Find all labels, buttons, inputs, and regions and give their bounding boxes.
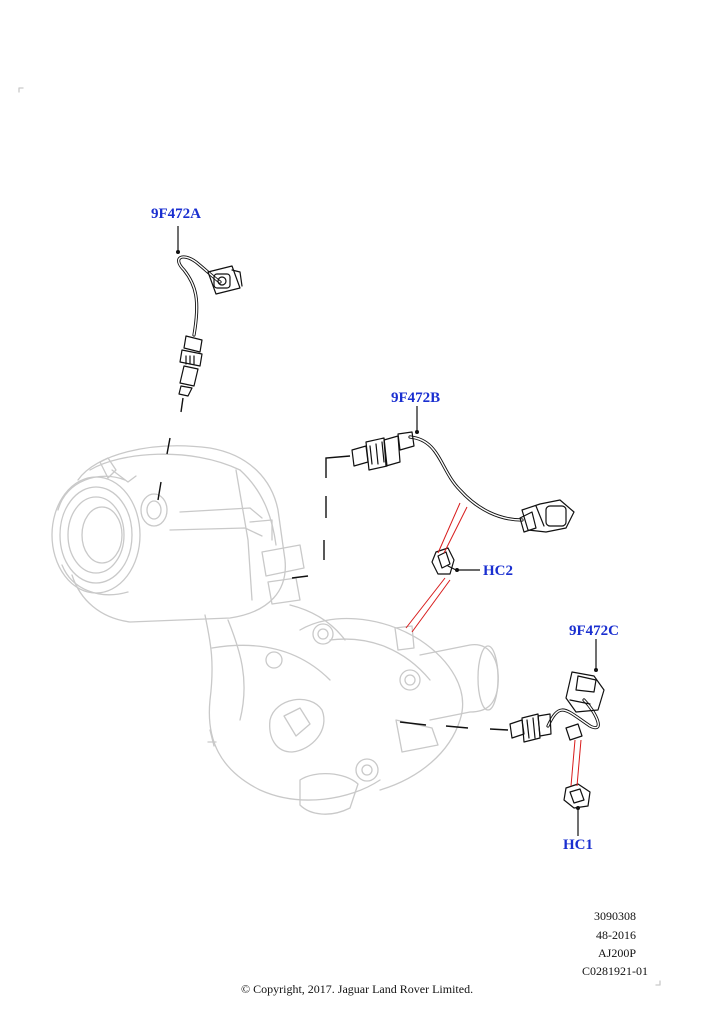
sensor-9f472a[interactable] [157,255,243,501]
engine-code: AJ200P [597,946,636,960]
callout-9f472c[interactable]: 9F472C [569,623,619,639]
red-leader-hc2-wire-a [443,506,468,554]
callout-hc2[interactable]: HC2 [483,563,513,579]
clip-hc2[interactable] [431,547,459,575]
sensor-9f472b[interactable] [291,431,575,579]
corner-mark-bottom [655,980,661,986]
leader-dot-9f472c [594,668,598,672]
catalytic-converter-ghost [51,445,499,815]
red-leader-hc2-lower [405,577,446,629]
red-leader-hc2-lower-b [411,579,451,633]
clip-hc1[interactable] [563,783,591,810]
callout-9f472b[interactable]: 9F472B [391,390,441,406]
corner-mark [18,87,24,93]
callout-hc1[interactable]: HC1 [563,837,593,853]
callout-9f472a[interactable]: 9F472A [151,206,201,222]
illustration-number: 3090308 [594,909,636,923]
edition-code: 48-2016 [596,928,636,942]
leader-dot-9f472b [415,430,419,434]
red-leader-hc1-a [570,739,576,787]
red-leader-hc1-b [576,739,582,787]
leader-dot-9f472a [176,250,180,254]
catalogue-reference: C0281921-01 [582,964,648,978]
sensor-9f472c[interactable] [399,671,605,743]
copyright-notice: © Copyright, 2017. Jaguar Land Rover Lim… [241,982,474,996]
red-leader-hc2-wire-b [437,502,461,554]
